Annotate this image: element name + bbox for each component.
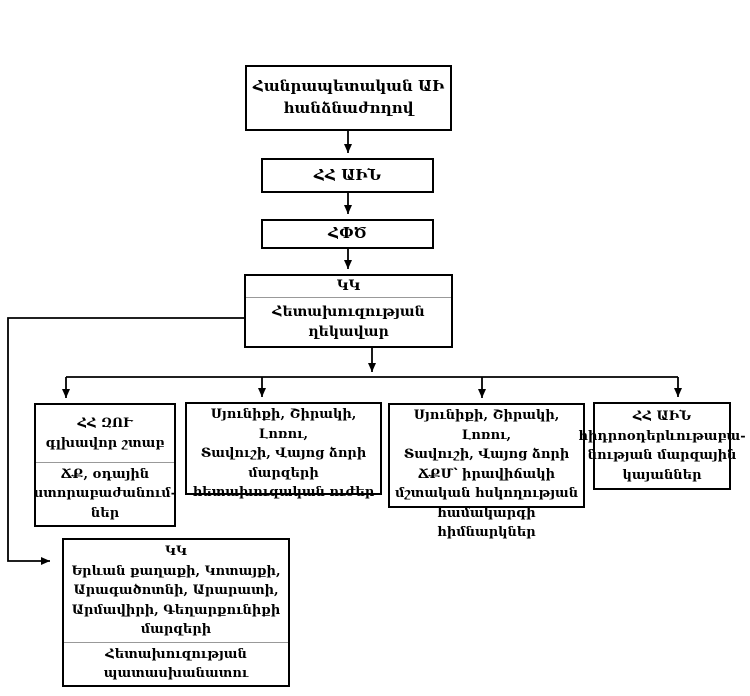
node-hydromet-stations: ՀՀ ԱԻՆ հիդրոօդերևութաբա- նության մարզայի… — [578, 402, 746, 490]
node-republican-commission-label: Հանրապետական ԱԻ հանձնաժողով — [252, 77, 445, 117]
node-zu-general-staff-title: ՀՀ ԶՈՒ գլխավոր շտաբ — [45, 416, 165, 451]
node-kk-marz-title: ԿԿ Երևան քաղաքի, Կոտայքի, Արագածոտնի, Ար… — [71, 544, 281, 638]
node-hpts-label: ՀՓԾ — [328, 224, 367, 243]
node-hh-ain-label: ՀՀ ԱԻՆ — [313, 165, 382, 184]
node-kk-recon-head: ԿԿ Հետախուզության ղեկավար — [244, 274, 453, 348]
node-marz-recon-forces: Սյունիքի, Շիրակի, Լոռու, Տավուշի, Վայոց … — [185, 402, 382, 500]
connector-kk-to-kk-marz — [7, 317, 244, 565]
node-zu-general-staff: ՀՀ ԶՈՒ գլխավոր շտաբ ՃՔ, օդային ստորաբաժա… — [34, 403, 176, 527]
node-rcb-monitoring-institutions: Սյունիքի, Շիրակի, Լոռու, Տավուշի, Վայոց … — [388, 403, 585, 540]
node-marz-recon-forces-label: Սյունիքի, Շիրակի, Լոռու, Տավուշի, Վայոց … — [192, 407, 375, 500]
node-hydromet-stations-label: ՀՀ ԱԻՆ հիդրոօդերևութաբա- նության մարզայի… — [578, 409, 746, 483]
node-kk-marz-sub: Հետախուզության պատասխանատու — [64, 642, 288, 685]
node-rcb-monitoring-institutions-label: Սյունիքի, Շիրակի, Լոռու, Տավուշի, Վայոց … — [394, 408, 579, 540]
node-kk-recon-head-title: ԿԿ — [336, 278, 361, 295]
node-zu-general-staff-sub: ՃՔ, օդային ստորաբաժանում- ներ — [34, 462, 176, 525]
node-hpts: ՀՓԾ — [261, 219, 434, 249]
node-hh-ain: ՀՀ ԱԻՆ — [261, 158, 434, 193]
node-kk-recon-head-sub: Հետախուզության ղեկավար — [246, 297, 451, 346]
node-republican-commission: Հանրապետական ԱԻ հանձնաժողով — [245, 65, 452, 131]
node-kk-marz-recon-responsible: ԿԿ Երևան քաղաքի, Կոտայքի, Արագածոտնի, Ար… — [62, 538, 290, 687]
